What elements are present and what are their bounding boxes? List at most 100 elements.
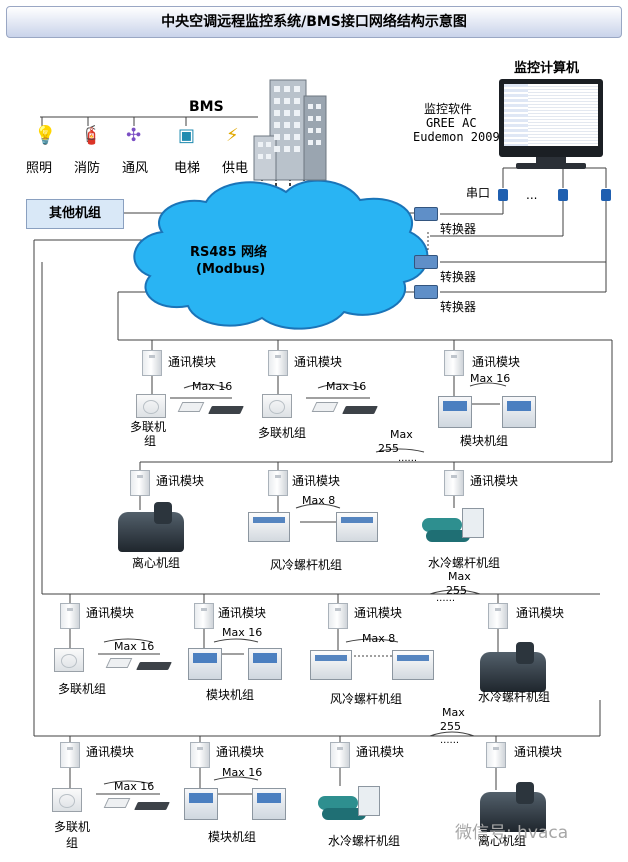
- lightning-icon: ⚡: [226, 125, 239, 146]
- converter-device: [414, 285, 438, 299]
- max-label: Max: [442, 706, 465, 719]
- max-label: Max 16: [192, 380, 233, 393]
- serial-plug-icon: [498, 189, 508, 201]
- monitor: [499, 79, 603, 157]
- comm-module-label: 通讯模块: [472, 355, 521, 369]
- unit-label: 多联机组: [58, 682, 107, 696]
- computer-label: 监控计算机: [514, 61, 580, 76]
- centrifugal-chiller: [480, 782, 546, 832]
- comm-module-label: 通讯模块: [168, 355, 217, 369]
- comm-module-label: 通讯模块: [292, 474, 341, 488]
- unit-label: 组: [66, 836, 79, 850]
- unit-label: 模块机组: [206, 688, 255, 702]
- unit-label: 水冷螺杆机组: [328, 834, 401, 848]
- comm-module: [486, 742, 506, 768]
- max-label: Max 8: [362, 632, 396, 645]
- unit-label: 水冷螺杆机组: [428, 556, 501, 570]
- centrifugal-chiller: [118, 502, 184, 552]
- serial-port-label: 串口: [466, 186, 491, 200]
- watermark: 微信号: hvaca: [455, 823, 569, 843]
- serial-port-dots: ...: [526, 188, 538, 202]
- cassette-unit: [103, 798, 131, 808]
- comm-module-label: 通讯模块: [156, 474, 205, 488]
- comm-module: [444, 350, 464, 376]
- bms-elevator: 电梯: [174, 161, 201, 176]
- modular-chiller: [184, 788, 218, 820]
- duct-unit: [136, 662, 172, 670]
- modular-chiller: [248, 648, 282, 680]
- converter-label: 转换器: [440, 300, 477, 314]
- lightbulb-icon: 💡: [34, 125, 57, 146]
- software-label: 监控软件: [424, 102, 473, 116]
- comm-module-label: 通讯模块: [86, 745, 135, 759]
- cassette-unit: [311, 402, 339, 412]
- max-count: 255: [446, 584, 467, 597]
- unit-label: 多联机: [54, 820, 91, 834]
- max-count: 255: [378, 442, 399, 455]
- comm-module-label: 通讯模块: [218, 606, 267, 620]
- max-count: 255: [440, 720, 461, 733]
- modular-chiller: [188, 648, 222, 680]
- comm-module-label: 通讯模块: [216, 745, 265, 759]
- outdoor-unit: [54, 648, 84, 672]
- outdoor-unit: [262, 394, 292, 418]
- bms-power: 供电: [222, 161, 249, 176]
- software-version: Eudemon 2009: [413, 130, 500, 144]
- comm-module: [60, 603, 80, 629]
- comm-module: [130, 470, 150, 496]
- unit-label: 水冷螺杆机组: [478, 690, 551, 704]
- water-screw-chiller: [318, 786, 382, 822]
- max-label: Max 16: [114, 780, 155, 793]
- comm-module: [444, 470, 464, 496]
- serial-plug-icon: [558, 189, 568, 201]
- comm-module: [328, 603, 348, 629]
- bms-ventilation: 通风: [122, 161, 149, 176]
- duct-unit: [134, 802, 170, 810]
- comm-module: [488, 603, 508, 629]
- unit-label: 离心机组: [132, 556, 181, 570]
- comm-module: [142, 350, 162, 376]
- unit-label: 离心机组: [478, 834, 527, 848]
- ellipsis: ......: [440, 735, 460, 746]
- comm-module-label: 通讯模块: [86, 606, 135, 620]
- comm-module: [268, 470, 288, 496]
- comm-module-label: 通讯模块: [354, 606, 403, 620]
- modbus-label: (Modbus): [196, 262, 266, 277]
- duct-unit: [208, 406, 244, 414]
- bms-lighting: 照明: [26, 161, 53, 176]
- air-screw-chiller: [310, 650, 352, 680]
- unit-label: 组: [144, 434, 157, 448]
- serial-plug-icon: [601, 189, 611, 201]
- comm-module-label: 通讯模块: [356, 745, 405, 759]
- cassette-unit: [177, 402, 205, 412]
- duct-unit: [342, 406, 378, 414]
- software-name: GREE AC: [426, 116, 477, 130]
- monitor-base: [516, 163, 586, 169]
- unit-label: 风冷螺杆机组: [270, 558, 343, 572]
- fan-icon: ✣: [126, 125, 142, 146]
- max-label: Max 16: [326, 380, 367, 393]
- comm-module: [60, 742, 80, 768]
- monitor-screen: [504, 84, 598, 146]
- page-title: 中央空调远程监控系统/BMS接口网络结构示意图: [6, 6, 622, 38]
- comm-module: [268, 350, 288, 376]
- max-label: Max 8: [302, 494, 336, 507]
- comm-module-label: 通讯模块: [514, 745, 563, 759]
- outdoor-unit: [52, 788, 82, 812]
- unit-label: 模块机组: [460, 434, 509, 448]
- bms-label: BMS: [189, 99, 224, 115]
- max-label: Max: [448, 570, 471, 583]
- other-units-box: 其他机组: [26, 199, 124, 229]
- converter-device: [414, 255, 438, 269]
- modular-chiller: [502, 396, 536, 428]
- modular-chiller: [252, 788, 286, 820]
- outdoor-unit: [136, 394, 166, 418]
- fire-extinguisher-icon: 🧯: [80, 125, 103, 146]
- comm-module: [330, 742, 350, 768]
- modular-chiller: [438, 396, 472, 428]
- unit-label: 模块机组: [208, 830, 257, 844]
- ellipsis: ......: [436, 593, 456, 604]
- comm-module-label: 通讯模块: [470, 474, 519, 488]
- water-screw-chiller: [480, 642, 546, 692]
